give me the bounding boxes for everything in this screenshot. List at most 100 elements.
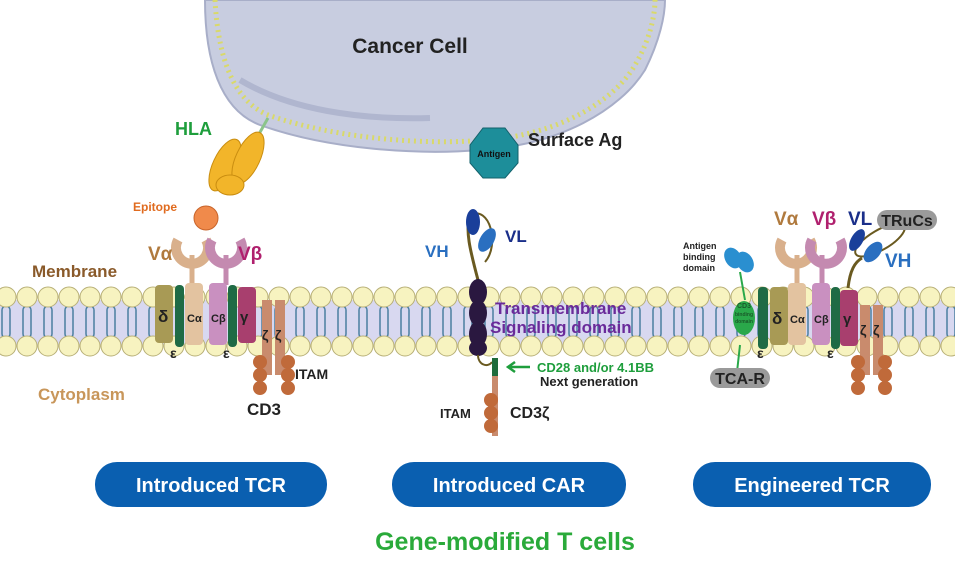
lipid-head [16,286,38,308]
cytoplasm-label: Cytoplasm [38,385,125,404]
eng-va-label: Vα [774,209,799,230]
introduced-car: VH VL Transmembrane Signaling domain CD2… [425,209,654,436]
lipid-head [100,286,122,308]
lipid-head [583,335,605,357]
lipid-head [646,286,668,308]
epitope [193,205,219,231]
eng-vb-label: Vβ [812,209,836,230]
surface-ag-label: Surface Ag [528,130,622,150]
eng-epsilon-label: ε [757,345,764,361]
lipid-head [499,286,521,308]
next-generation-label: Next generation [540,374,638,389]
signaling-domain-label: Signaling domain [490,318,632,337]
lipid-head [310,286,332,308]
lipid-head [37,335,59,357]
car-itam-beads [484,393,498,433]
gamma-label: γ [240,309,249,326]
cancer-cell: Cancer Cell [203,0,667,153]
lipid-head [289,286,311,308]
lipid-head [331,335,353,357]
eng-vl-label: VL [848,209,873,230]
cd3-binding-label: CD3 [737,303,751,310]
costim-label: CD28 and/or 4.1BB [537,360,654,375]
lipid-head [121,286,143,308]
trucs-label: TRuCs [881,213,933,230]
lipid-head [583,286,605,308]
lipid-head [604,286,626,308]
lipid-head [37,286,59,308]
lipid-head [499,335,521,357]
delta-label: δ [158,307,168,326]
lipid-head [709,286,731,308]
lipid-head [667,286,689,308]
lipid-head [436,335,458,357]
engineered-tcr: Antigen binding domain CD3 binding domai… [683,209,937,395]
eng-epsilon-label: ε [827,345,834,361]
lipid-head [919,335,941,357]
lipid-head [0,335,17,357]
lipid-head [0,286,17,308]
car-itam-label: ITAM [440,406,471,421]
cb-label: Cβ [211,313,226,325]
lipid-head [688,335,710,357]
lipid-head [562,286,584,308]
lipid-head [898,286,920,308]
car-vl-label: VL [505,227,527,246]
lipid-head [520,335,542,357]
eng-itam-beads [851,355,892,395]
membrane-label: Membrane [32,262,117,281]
lipid-head [79,286,101,308]
lipid-head [856,286,878,308]
introduced-tcr-label: Introduced TCR [136,475,287,497]
lipid-head [436,286,458,308]
antigen-label: Antigen [477,149,511,159]
introduced-car-button[interactable]: Introduced CAR [392,462,626,507]
lipid-head [730,335,752,357]
lipid-head [709,335,731,357]
lipid-head [415,286,437,308]
lipid-head [58,286,80,308]
eng-cb-label: Cβ [814,314,829,326]
lipid-head [562,335,584,357]
lipid-head [919,286,941,308]
lipid-head [58,335,80,357]
lipid-head [394,286,416,308]
antigen-binding-label: domain [683,263,715,273]
engineered-tcr-label: Engineered TCR [734,475,890,497]
lipid-head [352,335,374,357]
cd3z-label: CD3ζ [510,405,550,422]
lipid-head [373,286,395,308]
lipid-head [520,286,542,308]
arrow-left-icon [505,360,530,374]
lipid-head [940,335,955,357]
transmembrane-label: Transmembrane [495,299,626,318]
lipid-head [121,335,143,357]
lipid-head [646,335,668,357]
eng-zeta-label: ζ [860,322,867,338]
engineered-tcr-button[interactable]: Engineered TCR [693,462,931,507]
epitope-label: Epitope [133,200,177,214]
lipid-head [100,335,122,357]
zeta-label: ζ [275,327,282,343]
cd3-label: CD3 [247,400,281,419]
car-vh-label: VH [425,242,449,261]
footer-title: Gene-modified T cells [375,528,635,556]
hla-label: HLA [175,119,212,139]
lipid-head [877,286,899,308]
zeta-label: ζ [262,327,269,343]
introduced-tcr-button[interactable]: Introduced TCR [95,462,327,507]
lipid-head [331,286,353,308]
eng-ca-label: Cα [790,314,805,326]
eng-vh-label: VH [885,251,911,272]
itam-label: ITAM [295,366,328,382]
trucs-badge [877,210,937,230]
antigen-binding-label: Antigen [683,241,717,251]
lipid-head [373,335,395,357]
cd3-binding-label: binding [735,312,753,318]
itam-beads [253,355,295,395]
eng-delta-label: δ [772,309,782,328]
ca-label: Cα [187,313,202,325]
epsilon-label: ε [170,345,177,361]
cancer-cell-label: Cancer Cell [352,35,468,58]
